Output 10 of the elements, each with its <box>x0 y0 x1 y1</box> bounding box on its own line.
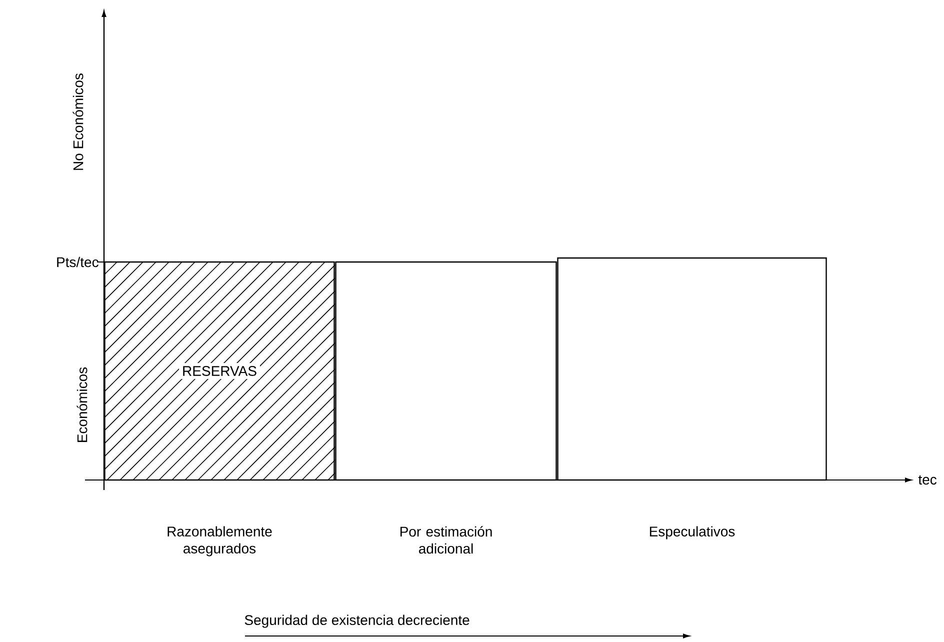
hatched-box: RESERVAS <box>104 261 335 481</box>
box-caption: Especulativos <box>650 526 735 540</box>
box <box>557 257 827 481</box>
box-caption: Por estimación adicional <box>400 526 492 554</box>
axis-label: No Económicos <box>72 74 84 170</box>
box-caption: Razonablemente asegurados <box>168 526 272 556</box>
axis-label: Económicos <box>76 367 88 442</box>
axis-label: tec <box>918 475 937 485</box>
direction-label: Seguridad de existencia decreciente <box>244 614 470 628</box>
tick-label: Pts/tec <box>57 256 98 268</box>
